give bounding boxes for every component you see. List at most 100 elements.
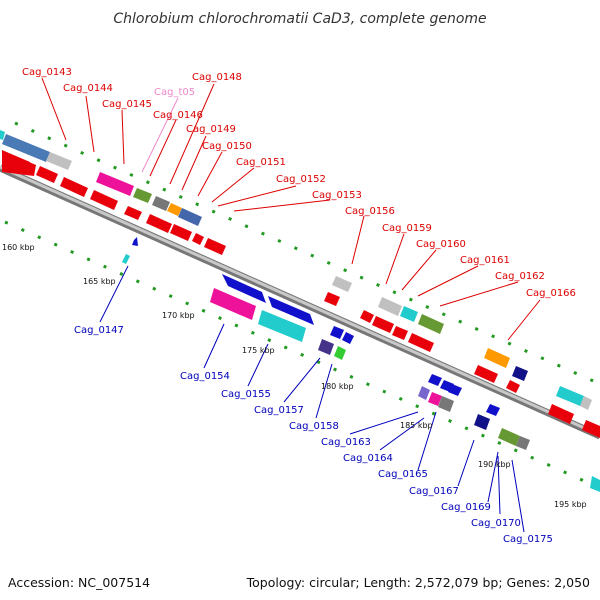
gene-box bbox=[332, 276, 352, 292]
gene-arrow bbox=[268, 296, 314, 325]
callout-line bbox=[417, 265, 479, 297]
forward-genes bbox=[2, 134, 520, 393]
gene-arrow bbox=[474, 365, 498, 383]
reverse-callouts bbox=[99, 265, 525, 533]
gene-box bbox=[582, 420, 600, 438]
forward-gene-labels: Cag_0143 Cag_0144 Cag_0145 Cag_t05 Cag_0… bbox=[22, 67, 576, 299]
gene-arrow bbox=[408, 333, 434, 352]
callout-line bbox=[385, 233, 405, 285]
gene-box bbox=[548, 404, 574, 424]
reverse-genes bbox=[0, 130, 600, 492]
gene-box bbox=[474, 414, 490, 430]
gene-box bbox=[516, 436, 530, 450]
callout-line bbox=[351, 215, 365, 265]
gene-label-forward: Cag_0160 bbox=[416, 239, 466, 250]
kbp-label: 160 kbp bbox=[2, 243, 35, 252]
callout-line bbox=[487, 451, 499, 503]
backbone bbox=[0, 164, 600, 440]
callout-line bbox=[211, 167, 255, 203]
gene-arrow bbox=[324, 292, 340, 306]
callout-line bbox=[149, 119, 177, 177]
gene-arrow bbox=[132, 237, 138, 246]
gene-arrow bbox=[60, 177, 88, 197]
gene-label-forward: Cag_0153 bbox=[312, 190, 362, 201]
gene-label-forward: Cag_0151 bbox=[236, 157, 286, 168]
gene-arrow bbox=[90, 190, 118, 210]
kbp-label: 180 kbp bbox=[321, 382, 354, 391]
gene-label-forward: Cag_0152 bbox=[276, 174, 326, 185]
gene-box bbox=[167, 203, 182, 216]
gene-label-forward: Cag_0143 bbox=[22, 67, 72, 78]
callout-line bbox=[247, 343, 269, 387]
gene-box bbox=[178, 208, 202, 226]
gene-label-reverse: Cag_0169 bbox=[441, 502, 491, 513]
gene-arrow bbox=[372, 316, 394, 333]
callout-line bbox=[203, 323, 225, 369]
gene-box bbox=[418, 314, 444, 334]
map-title: Chlorobium chlorochromatii CaD3, complet… bbox=[113, 11, 486, 27]
gene-box bbox=[318, 339, 334, 355]
gene-arrow bbox=[146, 214, 172, 233]
gene-arrow bbox=[170, 224, 192, 241]
callout-line bbox=[379, 417, 425, 451]
gene-box bbox=[556, 386, 584, 406]
gene-box bbox=[210, 288, 256, 320]
gene-box bbox=[484, 348, 510, 368]
tick-dots-inner bbox=[4, 220, 600, 490]
callout-line bbox=[457, 439, 475, 487]
callout-line bbox=[233, 199, 331, 212]
gene-label-reverse: Cag_0175 bbox=[503, 534, 553, 545]
gene-box bbox=[122, 254, 130, 264]
gene-box bbox=[46, 152, 72, 170]
gene-label-forward: Cag_0148 bbox=[192, 72, 242, 83]
gene-label-forward: Cag_0146 bbox=[153, 110, 203, 121]
gene-box bbox=[418, 386, 430, 400]
gene-arrow bbox=[222, 274, 266, 303]
gene-label-reverse: Cag_0154 bbox=[180, 371, 230, 382]
callout-line bbox=[169, 83, 215, 185]
gene-label-reverse: Cag_0147 bbox=[74, 325, 124, 336]
gene-box bbox=[400, 306, 418, 322]
gene-arrow bbox=[192, 233, 204, 245]
forward-callouts bbox=[41, 77, 541, 341]
accession-text: Accession: NC_007514 bbox=[8, 575, 150, 590]
gene-box bbox=[334, 346, 346, 360]
gene-box bbox=[378, 297, 402, 316]
callout-line bbox=[283, 357, 321, 403]
callout-line bbox=[85, 95, 95, 153]
kbp-tick-labels: 160 kbp 165 kbp 170 kbp 175 kbp 180 kbp … bbox=[2, 243, 587, 509]
topology-text: Topology: circular; Length: 2,572,079 bp… bbox=[246, 575, 590, 590]
tick-dots-outer bbox=[14, 121, 600, 386]
gene-arrow bbox=[124, 206, 142, 220]
kbp-label: 195 kbp bbox=[554, 500, 587, 509]
gene-label-forward: Cag_0156 bbox=[345, 206, 395, 217]
callout-line bbox=[401, 249, 437, 291]
gene-label-reverse: Cag_0170 bbox=[471, 518, 521, 529]
gene-box bbox=[438, 396, 454, 412]
gene-box bbox=[590, 476, 600, 492]
gene-label-forward: Cag_0166 bbox=[526, 288, 576, 299]
gene-label-reverse: Cag_0163 bbox=[321, 437, 371, 448]
gene-arrow bbox=[392, 326, 408, 340]
gene-box bbox=[258, 310, 306, 342]
gene-box bbox=[0, 130, 5, 140]
callout-line bbox=[217, 185, 297, 207]
callout-line bbox=[497, 455, 501, 515]
gene-arrow bbox=[330, 326, 344, 339]
gene-arrow bbox=[486, 404, 500, 416]
gene-label-reverse: Cag_0167 bbox=[409, 486, 459, 497]
kbp-label: 170 kbp bbox=[162, 311, 195, 320]
gene-arrow bbox=[506, 380, 520, 393]
gene-box bbox=[152, 196, 170, 211]
gene-arrow bbox=[448, 384, 462, 396]
tick-row-outer bbox=[14, 121, 600, 386]
gene-arrow bbox=[428, 374, 442, 386]
gene-label-reverse: Cag_0155 bbox=[221, 389, 271, 400]
gene-box bbox=[133, 188, 152, 203]
callout-line bbox=[141, 97, 179, 173]
gene-label-forward: Cag_0162 bbox=[495, 271, 545, 282]
kbp-label: 190 kbp bbox=[478, 460, 511, 469]
callout-line bbox=[121, 109, 125, 165]
callout-line bbox=[511, 459, 525, 533]
